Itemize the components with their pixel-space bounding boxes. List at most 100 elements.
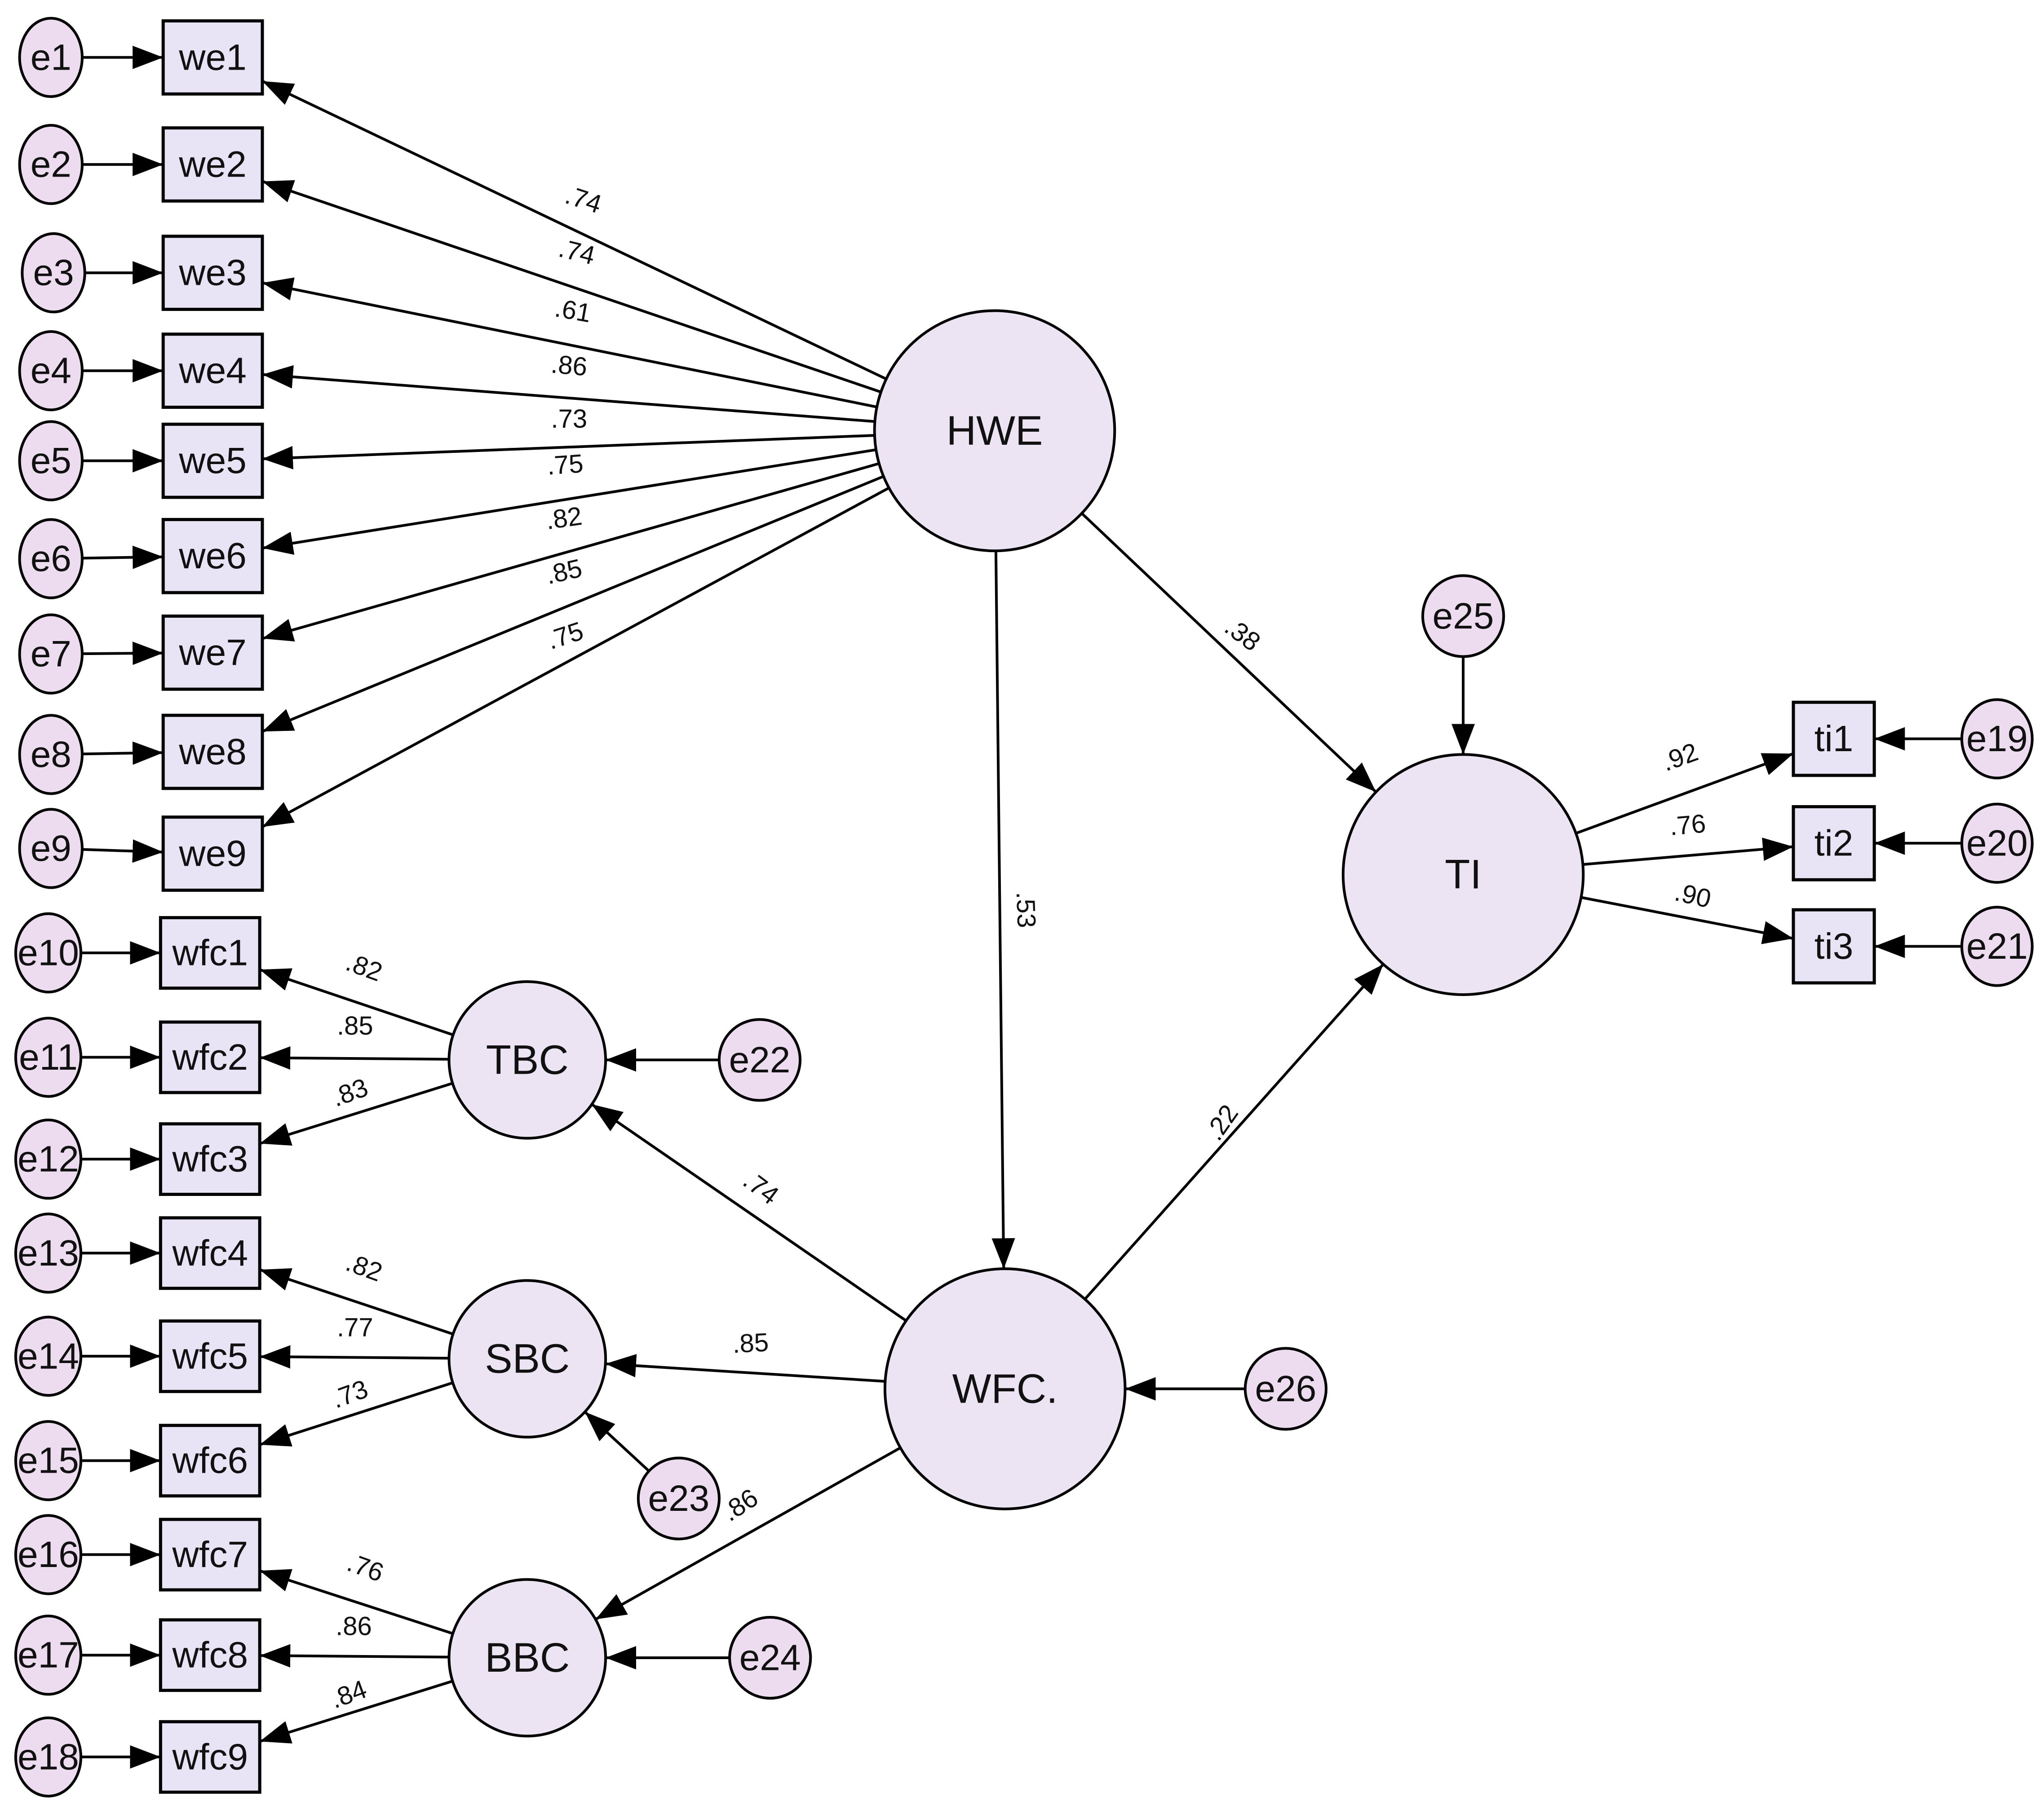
error-e19: e19 (1960, 698, 2034, 779)
error-ellipse-e26 (1243, 1347, 1327, 1431)
indicator-box-ti2 (1792, 805, 1876, 881)
coef-wfc-tbc: .74 (738, 1165, 784, 1210)
error-label-e14: e14 (18, 1336, 79, 1377)
error-label-e25: e25 (1433, 596, 1494, 637)
error-ellipse-e13 (14, 1213, 83, 1294)
error-e3: e3 (21, 232, 86, 314)
error-label-e8: e8 (31, 734, 71, 775)
latent-label-tbc: TBC (486, 1037, 569, 1083)
edges-layer (81, 45, 1962, 1769)
path-hwe-to-we8 (261, 475, 884, 733)
error-e6: e6 (18, 518, 84, 599)
indicator-box-we9 (161, 815, 264, 892)
error-label-e19: e19 (1966, 718, 2028, 759)
indicator-label-we1: we1 (178, 37, 246, 78)
coef-wfc-sbc: .85 (732, 1328, 770, 1359)
error-label-e1: e1 (31, 37, 71, 78)
error-label-e9: e9 (31, 828, 71, 869)
path-hwe-to-wfc (991, 551, 1015, 1269)
coef-sbc-wfc6: .73 (328, 1374, 372, 1414)
error-arrow-e6-to-we6 (82, 545, 164, 569)
error-label-e11: e11 (19, 1037, 78, 1078)
error-ellipse-e20 (1960, 802, 2034, 884)
error-e24: e24 (728, 1616, 812, 1700)
path-sbc-to-wfc5 (260, 1345, 449, 1369)
error-ellipse-e23 (637, 1456, 721, 1541)
path-wfc-to-bbc (595, 1446, 901, 1621)
coef-ti-ti2: .76 (1668, 809, 1707, 841)
path-hwe-to-we5 (262, 434, 875, 469)
error-ellipse-e12 (14, 1118, 83, 1200)
error-label-e26: e26 (1255, 1368, 1316, 1409)
indicator-wfc6: wfc6 (159, 1424, 261, 1498)
indicator-we5: we5 (161, 422, 264, 499)
indicator-box-we5 (161, 422, 264, 499)
error-e26: e26 (1243, 1347, 1327, 1431)
path-hwe-to-ti (1081, 512, 1377, 793)
error-label-e7: e7 (31, 633, 71, 674)
latent-circle-ti (1341, 753, 1585, 996)
indicator-box-wfc3 (159, 1122, 261, 1196)
latent-label-hwe: HWE (947, 408, 1043, 454)
error-ellipse-e17 (14, 1615, 83, 1696)
error-e17: e17 (14, 1615, 83, 1696)
latent-label-bbc: BBC (485, 1635, 570, 1681)
coef-tbc-wfc2: .85 (337, 1011, 373, 1040)
error-ellipse-e4 (18, 330, 84, 412)
indicator-box-wfc8 (159, 1618, 261, 1692)
indicator-ti2: ti2 (1792, 805, 1876, 881)
error-label-e6: e6 (31, 538, 71, 579)
coef-ti-ti3: .90 (1672, 877, 1714, 913)
indicator-wfc3: wfc3 (159, 1122, 261, 1196)
error-e18: e18 (14, 1716, 83, 1798)
error-e2: e2 (18, 124, 84, 205)
indicator-box-wfc4 (159, 1216, 261, 1290)
error-e22: e22 (717, 1018, 802, 1102)
indicator-label-we9: we9 (178, 833, 246, 874)
path-hwe-to-we3 (262, 277, 877, 408)
error-ellipse-e25 (1421, 574, 1505, 658)
latent-circle-wfc (883, 1267, 1127, 1510)
indicator-we8: we8 (161, 713, 264, 790)
indicator-box-wfc7 (159, 1518, 261, 1592)
error-label-e16: e16 (18, 1534, 79, 1575)
coef-wfc-bbc: .86 (717, 1483, 763, 1527)
indicator-wfc9: wfc9 (159, 1720, 261, 1794)
error-ellipse-e7 (18, 613, 84, 695)
coef-sbc-wfc5: .77 (337, 1313, 373, 1342)
coef-hwe-we1: .74 (562, 180, 605, 219)
error-e25: e25 (1421, 574, 1505, 658)
error-label-e5: e5 (31, 440, 71, 481)
indicator-box-ti3 (1792, 908, 1876, 985)
indicator-box-we1 (161, 19, 264, 96)
error-ellipse-e21 (1960, 906, 2034, 987)
indicator-label-wfc2: wfc2 (172, 1037, 248, 1078)
indicator-label-ti3: ti3 (1814, 926, 1854, 967)
indicator-label-we3: we3 (178, 252, 246, 293)
indicator-box-we3 (161, 235, 264, 311)
path-ti-to-ti3 (1580, 896, 1794, 944)
nodes-layer: HWETITBCSBCBBCWFC.we1we2we3we4we5we6we7w… (14, 17, 2034, 1798)
indicator-label-wfc7: wfc7 (172, 1534, 248, 1575)
path-sbc-to-wfc6 (259, 1381, 453, 1447)
error-ellipse-e18 (14, 1716, 83, 1798)
error-label-e3: e3 (33, 252, 74, 293)
path-hwe-to-we7 (262, 462, 880, 642)
coef-wfc-ti: .22 (1199, 1099, 1244, 1146)
latent-bbc: BBC (447, 1578, 607, 1738)
indicator-wfc2: wfc2 (159, 1020, 261, 1094)
coef-hwe-we9: .75 (544, 616, 587, 655)
error-label-e20: e20 (1966, 823, 2028, 863)
error-e13: e13 (14, 1213, 83, 1294)
indicator-box-ti1 (1792, 700, 1876, 777)
error-ellipse-e15 (14, 1420, 83, 1501)
coef-tbc-wfc3: .83 (328, 1073, 372, 1113)
error-label-e2: e2 (31, 144, 71, 185)
indicator-ti1: ti1 (1792, 700, 1876, 777)
error-ellipse-e5 (18, 420, 84, 501)
indicator-wfc4: wfc4 (159, 1216, 261, 1290)
error-e23: e23 (637, 1456, 721, 1541)
error-ellipse-e24 (728, 1616, 812, 1700)
error-e7: e7 (18, 613, 84, 695)
path-tbc-to-wfc1 (259, 968, 454, 1036)
